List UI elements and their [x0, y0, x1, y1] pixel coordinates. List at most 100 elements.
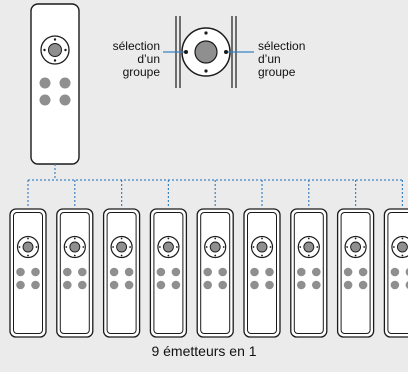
- grouped-remote-inner-frame: [200, 212, 231, 334]
- grouped-remote-inner-frame: [340, 212, 371, 334]
- grouped-grey-button: [203, 280, 212, 290]
- grouped-grey-button: [343, 267, 353, 277]
- grouped-grey-button: [124, 267, 134, 277]
- right-label-line-3: groupe: [258, 65, 296, 79]
- left-callout-label: sélection d’un groupe: [113, 40, 160, 79]
- grouped-remote-inner-frame: [59, 212, 90, 334]
- right-selection-dot: [224, 50, 228, 54]
- grouped-remote: [290, 208, 328, 338]
- grouped-dpad-dot: [354, 254, 357, 257]
- master-dpad-dot: [43, 48, 46, 52]
- grouped-grey-button: [124, 280, 134, 290]
- grouped-remote-inner-frame: [387, 212, 408, 334]
- caption: 9 émetteurs en 1: [151, 343, 257, 359]
- grouped-grey-button: [78, 280, 87, 290]
- grouped-remote-inner-frame: [153, 212, 184, 334]
- zoom-dpad-dot: [204, 31, 208, 35]
- right-callout-label: sélection d’un groupe: [258, 40, 305, 79]
- grouped-remote-inner-frame: [293, 212, 324, 334]
- grouped-remote: [336, 208, 375, 338]
- grouped-grey-button: [218, 280, 227, 290]
- grouped-grey-button: [343, 280, 353, 290]
- grouped-center-button: [303, 241, 315, 253]
- grouped-remote-body: [102, 208, 141, 338]
- grouped-dpad-dot: [252, 246, 255, 248]
- grouped-dpad-dot: [269, 246, 272, 248]
- grouped-dpad-dot: [65, 246, 68, 248]
- grouped-remote: [383, 208, 408, 338]
- grouped-dpad-dot: [401, 237, 404, 240]
- grouped-dpad-dot: [307, 237, 310, 240]
- grouped-dpad-dot: [73, 254, 76, 257]
- grouped-grey-button: [297, 267, 306, 277]
- grouped-grey-button: [16, 267, 25, 277]
- grouped-dpad-dot: [27, 254, 29, 257]
- grouped-remote-body: [9, 208, 47, 338]
- zoom-center-button: [194, 40, 218, 64]
- left-label-line-3: groupe: [122, 65, 160, 79]
- grouped-grey-button: [16, 280, 25, 290]
- grouped-grey-button: [203, 267, 212, 277]
- grouped-remote-body: [56, 208, 94, 338]
- grouped-grey-button: [297, 280, 306, 290]
- grouped-grey-button: [390, 280, 400, 290]
- grouped-grey-button: [78, 267, 87, 277]
- grouped-grey-button: [31, 280, 40, 290]
- grouped-dpad-dot: [18, 246, 21, 248]
- grouped-dpad-dot: [120, 237, 123, 240]
- grouped-grey-button: [109, 267, 119, 277]
- grouped-dpad-dot: [112, 246, 114, 248]
- master-dpad-dot: [64, 48, 67, 52]
- grouped-center-button: [69, 241, 81, 253]
- grouped-dpad-dot: [129, 246, 132, 248]
- master-remote-body: [30, 3, 80, 165]
- grouped-center-button: [162, 241, 174, 253]
- grouped-dpad-dot: [214, 237, 217, 240]
- grouped-grey-button: [63, 267, 72, 277]
- grouped-grey-button: [171, 280, 181, 290]
- grouped-grey-button: [156, 267, 166, 277]
- master-remote: [30, 3, 80, 165]
- grouped-grey-button: [405, 281, 408, 289]
- grouped-dpad-dot: [176, 246, 178, 248]
- zoom-dpad-dot: [204, 69, 208, 73]
- grouped-center-button: [350, 241, 362, 253]
- grouped-grey-button: [358, 267, 368, 277]
- grouped-remote-body: [196, 208, 234, 338]
- left-label-line-1: sélection: [112, 39, 160, 53]
- grouped-grey-button: [265, 267, 274, 277]
- grouped-grey-button: [218, 267, 227, 277]
- grouped-dpad-dot: [27, 237, 29, 240]
- right-label-line-1: sélection: [258, 39, 306, 53]
- grouped-dpad-dot: [261, 254, 263, 257]
- master-grey-button: [59, 94, 71, 106]
- grouped-dpad-dot: [401, 254, 404, 257]
- grouped-dpad-dot: [393, 246, 395, 248]
- grouped-dpad-dot: [167, 237, 170, 240]
- grouped-grey-button: [109, 280, 119, 290]
- grouped-grey-button: [171, 267, 181, 277]
- grouped-grey-button: [405, 268, 408, 276]
- grouped-grey-button: [250, 267, 259, 277]
- grouped-dpad-dot: [120, 254, 123, 257]
- grouped-dpad-dot: [73, 237, 76, 240]
- grouped-remote-body: [149, 208, 188, 338]
- grouped-grey-button: [312, 267, 321, 277]
- grouped-dpad-dot: [222, 246, 225, 248]
- grouped-remote: [149, 208, 188, 338]
- grouped-remote: [9, 208, 47, 338]
- grouped-remote-inner-frame: [13, 212, 43, 334]
- left-label-line-2: d’un: [137, 52, 160, 66]
- zoom-callout: [163, 16, 254, 88]
- grouped-center-button: [396, 241, 408, 253]
- grouped-dpad-dot: [35, 246, 38, 248]
- grouped-remote-body: [290, 208, 328, 338]
- grouped-remote: [196, 208, 234, 338]
- grouped-center-button: [116, 241, 128, 253]
- master-grey-button: [59, 77, 71, 89]
- grouped-dpad-dot: [205, 246, 208, 248]
- grouped-dpad-dot: [299, 246, 302, 248]
- grouped-grey-button: [63, 280, 72, 290]
- right-label-line-2: d’un: [258, 52, 281, 66]
